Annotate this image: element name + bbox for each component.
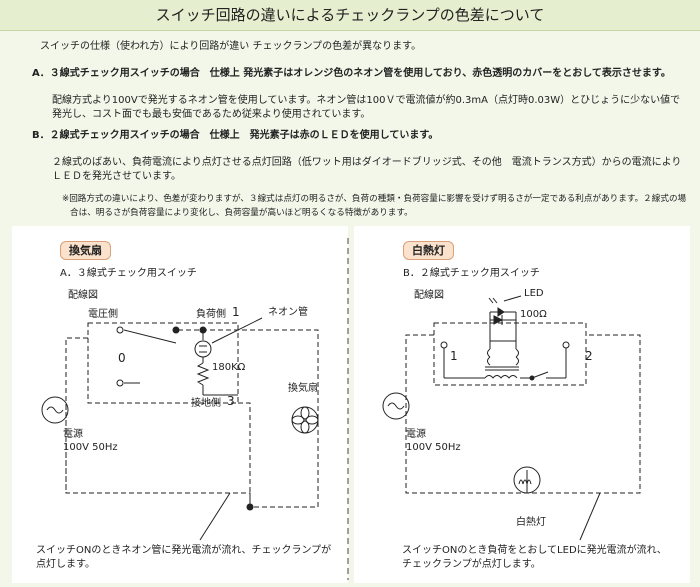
left-terminal-1: 1 (232, 305, 240, 319)
section-b-heading: B．２線式チェック用スイッチの場合 仕様上 発光素子は赤のＬＥＤを使用しています… (32, 130, 439, 141)
left-ground-side: 接地側 (191, 398, 221, 409)
left-resistor-label: 180KΩ (212, 362, 246, 373)
left-load-side: 負荷側 (196, 309, 226, 320)
note-line2: 合は、明るさが負荷容量により変化し、負荷容量が高いほど明るくなる特徴があります。 (70, 208, 413, 218)
left-wiring-label: 配線図 (68, 290, 98, 301)
intro-text: スイッチの仕様（使われ方）により回路が違い チェックランプの色差が異なります。 (40, 41, 422, 52)
left-caption-line1: スイッチONのときネオン管に発光電流が流れ、チェックランプが (36, 545, 332, 556)
left-terminal-0: 0 (118, 351, 126, 365)
left-power-label: 電源 (63, 429, 83, 440)
right-caption-line1: スイッチONのとき負荷をとおしてLEDに発光電流が流れ、 (402, 545, 667, 556)
right-caption-line2: チェックランプが点灯します。 (402, 559, 541, 570)
right-diagram-panel (354, 226, 690, 583)
left-subtitle: A．３線式チェック用スイッチ (60, 268, 197, 279)
right-subtitle: B．２線式チェック用スイッチ (403, 268, 540, 279)
section-a-heading: A．３線式チェック用スイッチの場合 仕様上 発光素子はオレンジ色のネオン管を使用… (32, 68, 671, 79)
page-title: スイッチ回路の違いによるチェックランプの色差について (0, 0, 700, 31)
right-lamp-label: 白熱灯 (516, 517, 546, 528)
section-a-line2: 発光し、コスト面でも最も安価であるため従来より使用されています。 (52, 109, 371, 120)
section-a-line1: 配線方式より100Vで発光するネオン管を使用しています。ネオン管は100Ｖで電流… (52, 95, 681, 106)
left-fan-label: 換気扇 (288, 383, 318, 394)
left-neon-label: ネオン管 (268, 307, 308, 318)
right-led-label: LED (524, 288, 544, 299)
right-wiring-label: 配線図 (414, 290, 444, 301)
left-caption-line2: 点灯します。 (36, 559, 95, 570)
right-resistor-label: 100Ω (520, 309, 547, 320)
note-line1: ※回路方式の違いにより、色差が変わりますが、３線式は点灯の明るさが、負荷の種類・… (62, 194, 687, 204)
left-power-spec: 100V 50Hz (63, 442, 118, 453)
right-terminal-1: 1 (450, 349, 458, 363)
right-tag-incandescent: 白熱灯 (403, 241, 454, 260)
left-terminal-3: 3 (227, 394, 235, 408)
right-power-spec: 100V 50Hz (406, 442, 461, 453)
right-power-label: 電源 (406, 429, 426, 440)
section-b-line1: ２線式のばあい、負荷電流により点灯させる点灯回路（低ワット用はダイオードブリッジ… (52, 157, 682, 168)
left-diagram-panel (12, 226, 348, 583)
right-terminal-2: 2 (585, 349, 593, 363)
left-voltage-side: 電圧側 (88, 309, 118, 320)
section-b-line2: ＬＥＤを発光させています。 (52, 171, 181, 182)
left-tag-fan: 換気扇 (60, 241, 111, 260)
